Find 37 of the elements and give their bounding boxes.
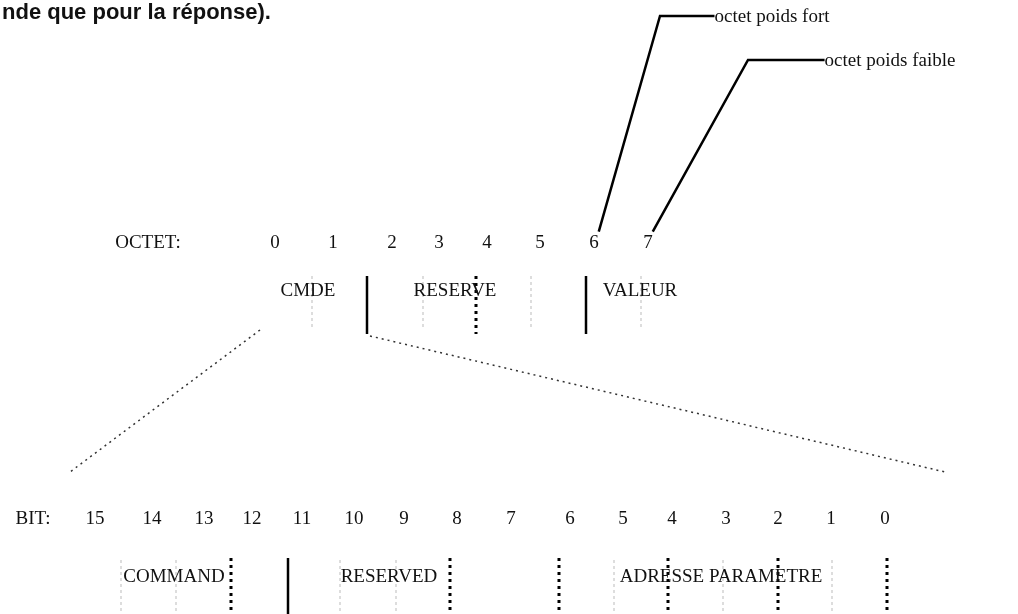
bit-number: 10 [344,507,364,529]
bit-number: 3 [721,507,731,529]
bit-number: 5 [618,507,628,529]
octet-number: 0 [270,231,280,253]
octet-number: 5 [535,231,545,253]
field-label: RESERVED [340,565,438,587]
field-label: CMDE [280,279,336,301]
callout-text: octet poids faible [824,49,956,71]
bit-number: 4 [667,507,677,529]
bit-number: 11 [292,507,312,529]
octet-number: 7 [643,231,653,253]
octet-number: 4 [482,231,492,253]
bit-number: 12 [242,507,262,529]
octet-number: 3 [434,231,444,253]
field-label: ADRESSE PARAMETRE [619,565,823,587]
bit-number: 2 [773,507,783,529]
bit-number: 1 [826,507,836,529]
bit-number: 14 [142,507,162,529]
bit-number: 0 [880,507,890,529]
bit-number: 7 [506,507,516,529]
bit-number: 9 [399,507,409,529]
field-label: RESERVE [413,279,497,301]
octet-number: 1 [328,231,338,253]
field-label: COMMAND [123,565,225,587]
bit-number: 15 [85,507,105,529]
bit-number: 13 [194,507,214,529]
leader-line [597,14,715,232]
field-label: VALEUR [602,279,678,301]
caption-text: nde que pour la réponse). [2,0,271,25]
callout-text: octet poids fort [714,5,830,27]
leader-line [651,58,825,233]
octet-number: 6 [589,231,599,253]
row-label: BIT: [15,507,51,529]
bit-number: 6 [565,507,575,529]
row-label: OCTET: [115,231,181,253]
bit-number: 8 [452,507,462,529]
octet-number: 2 [387,231,397,253]
